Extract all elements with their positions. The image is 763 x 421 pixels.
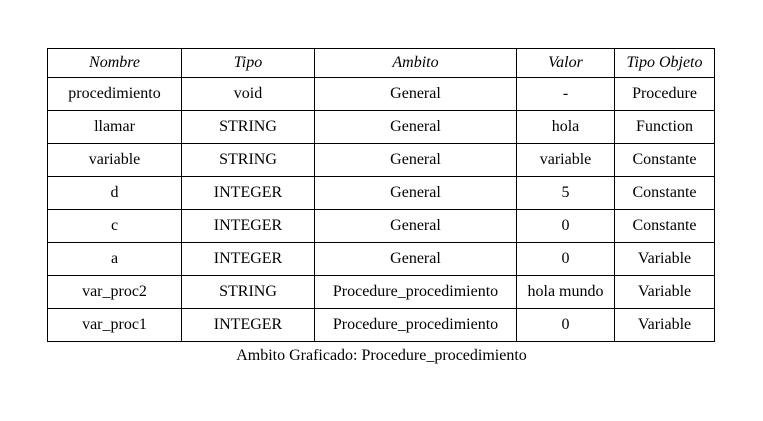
table-caption: Ambito Graficado: Procedure_procedimient… (236, 347, 527, 364)
cell-nombre: d (47, 176, 182, 210)
cell-tipo-objeto: Variable (614, 242, 715, 276)
column-header-nombre: Nombre (47, 48, 182, 78)
cell-tipo: STRING (181, 275, 315, 309)
cell-tipo-objeto: Constante (614, 209, 715, 243)
table-row: variable STRING General variable Constan… (47, 143, 715, 177)
cell-ambito: Procedure_procedimiento (314, 275, 517, 309)
cell-ambito: General (314, 77, 517, 111)
column-header-valor: Valor (516, 48, 615, 78)
cell-tipo: STRING (181, 143, 315, 177)
table-row: d INTEGER General 5 Constante (47, 176, 715, 210)
column-header-tipo-objeto: Tipo Objeto (614, 48, 715, 78)
table-row: a INTEGER General 0 Variable (47, 242, 715, 276)
table-row: var_proc2 STRING Procedure_procedimiento… (47, 275, 715, 309)
table-row: var_proc1 INTEGER Procedure_procedimient… (47, 308, 715, 342)
cell-nombre: c (47, 209, 182, 243)
cell-tipo: void (181, 77, 315, 111)
cell-tipo: INTEGER (181, 176, 315, 210)
table-row: c INTEGER General 0 Constante (47, 209, 715, 243)
cell-nombre: llamar (47, 110, 182, 144)
cell-nombre: var_proc1 (47, 308, 182, 342)
cell-tipo-objeto: Constante (614, 176, 715, 210)
table-row: procedimiento void General - Procedure (47, 77, 715, 111)
cell-tipo: INTEGER (181, 242, 315, 276)
cell-tipo-objeto: Variable (614, 275, 715, 309)
cell-ambito: General (314, 176, 517, 210)
cell-ambito: General (314, 110, 517, 144)
cell-ambito: General (314, 143, 517, 177)
cell-valor: hola mundo (516, 275, 615, 309)
cell-tipo: INTEGER (181, 209, 315, 243)
table-header-row: Nombre Tipo Ambito Valor Tipo Objeto (47, 48, 715, 78)
cell-nombre: var_proc2 (47, 275, 182, 309)
column-header-tipo: Tipo (181, 48, 315, 78)
cell-ambito: Procedure_procedimiento (314, 308, 517, 342)
cell-tipo: STRING (181, 110, 315, 144)
cell-valor: - (516, 77, 615, 111)
cell-tipo-objeto: Procedure (614, 77, 715, 111)
cell-valor: 0 (516, 308, 615, 342)
cell-valor: variable (516, 143, 615, 177)
cell-valor: 0 (516, 209, 615, 243)
cell-valor: 0 (516, 242, 615, 276)
cell-tipo-objeto: Function (614, 110, 715, 144)
cell-ambito: General (314, 242, 517, 276)
cell-tipo-objeto: Constante (614, 143, 715, 177)
cell-tipo-objeto: Variable (614, 308, 715, 342)
cell-nombre: a (47, 242, 182, 276)
cell-ambito: General (314, 209, 517, 243)
cell-nombre: procedimiento (47, 77, 182, 111)
cell-nombre: variable (47, 143, 182, 177)
cell-valor: 5 (516, 176, 615, 210)
table-row: llamar STRING General hola Function (47, 110, 715, 144)
symbol-table: Nombre Tipo Ambito Valor Tipo Objeto pro… (47, 48, 715, 342)
column-header-ambito: Ambito (314, 48, 517, 78)
cell-tipo: INTEGER (181, 308, 315, 342)
cell-valor: hola (516, 110, 615, 144)
